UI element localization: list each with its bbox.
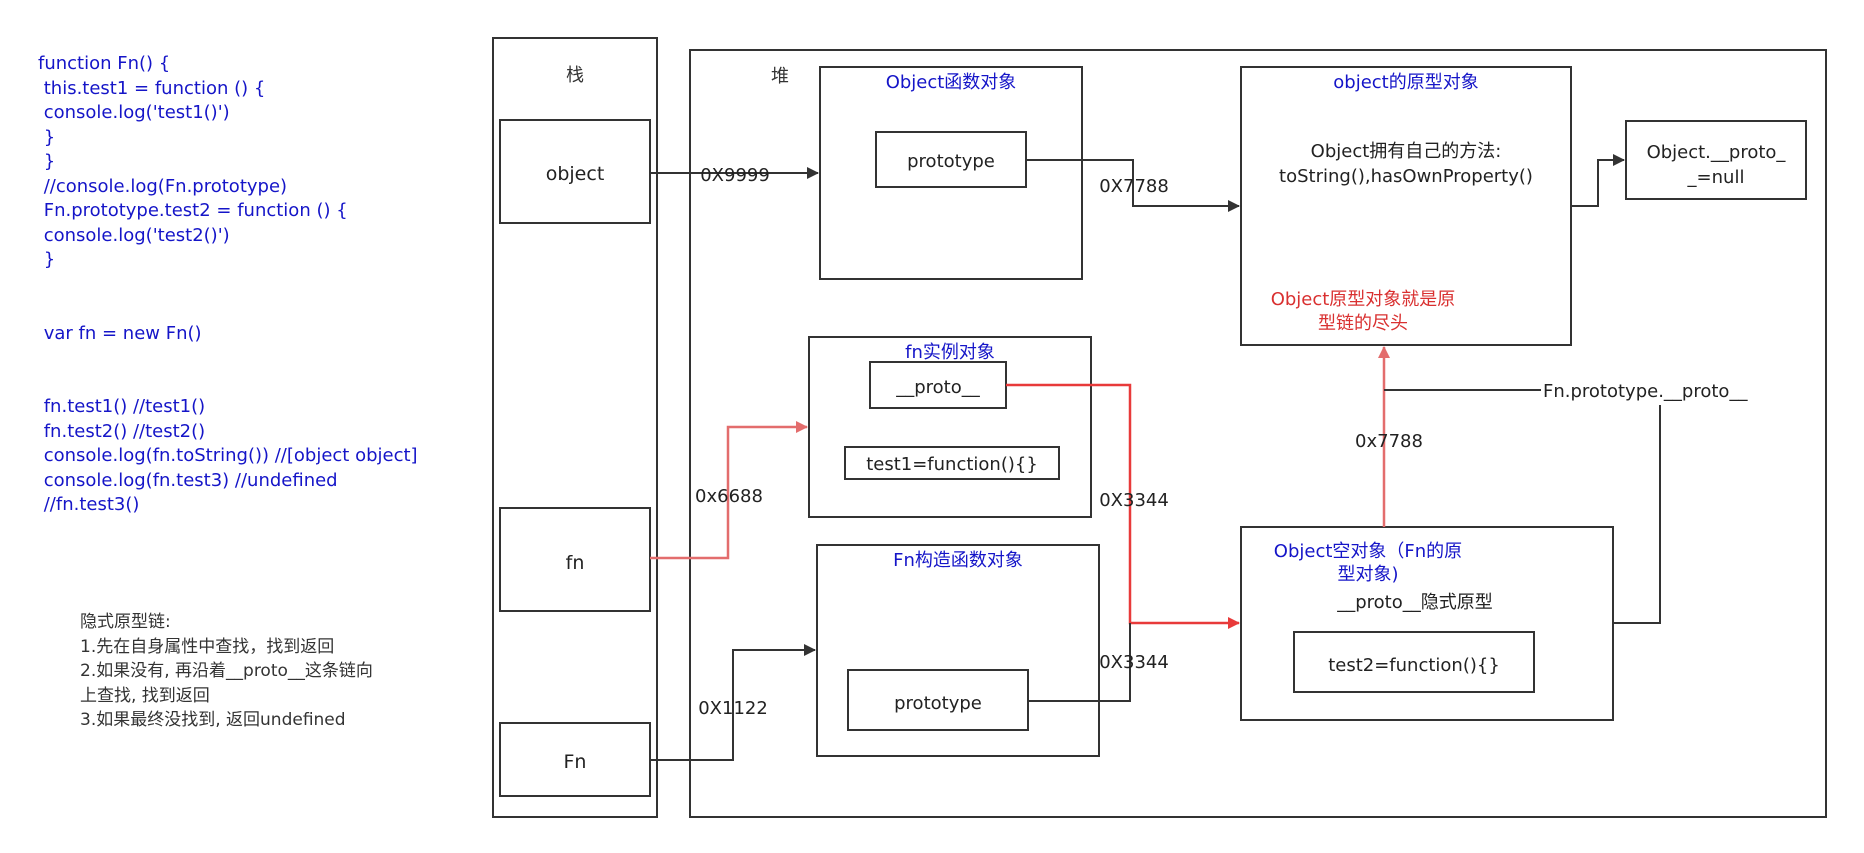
fn-instance-title: fn实例对象: [905, 342, 995, 363]
label-constructor-prototype-address: 0X3344: [1099, 652, 1169, 673]
line-chain-fn-prototype-proto: [1613, 405, 1661, 624]
object-proto-desc-line1: Object拥有自己的方法:: [1311, 141, 1502, 162]
note-line: 2.如果没有, 再沿着__proto__这条链向: [80, 661, 373, 681]
code-line: fn.test1() //test1(): [38, 396, 206, 417]
proto-null-line1: Object.__proto_: [1647, 142, 1787, 163]
fn-constructor-title: Fn构造函数对象: [893, 550, 1023, 571]
fn-instance-proto-label: __proto__: [895, 377, 981, 398]
object-prototype-label: prototype: [907, 151, 995, 172]
object-proto-end-note-line2: 型链的尽头: [1318, 313, 1408, 334]
empty-object-title-line1: Object空对象（Fn的原: [1274, 541, 1462, 562]
heap-title: 堆: [771, 66, 789, 87]
arrow-Fn-to-constructor: [650, 644, 816, 761]
arrow-fn-proto-to-empty-object: [1006, 383, 1240, 629]
code-line: console.log('test2()'): [38, 224, 230, 246]
code-line: [38, 273, 418, 298]
code-line: this.test1 = function () {: [38, 77, 266, 99]
proto-null-line2: _=null: [1687, 167, 1745, 188]
stack-fn-label: fn: [566, 552, 585, 574]
fn-constructor-prototype-box: [847, 669, 1029, 731]
stack-fn-box: [499, 507, 651, 612]
note-line: 1.先在自身属性中查找，找到返回: [80, 636, 335, 657]
label-empty-proto-address: 0x7788: [1355, 431, 1423, 452]
stack-area: [492, 37, 658, 818]
object-proto-end-note-line1: Object原型对象就是原: [1271, 289, 1456, 310]
object-function-title: Object函数对象: [886, 72, 1017, 93]
label-fn-prototype-proto: Fn.prototype.__proto__: [1543, 381, 1748, 402]
code-line: Fn.prototype.test2 = function () {: [38, 200, 348, 221]
object-proto-title: object的原型对象: [1333, 72, 1478, 93]
stack-Fn-box: [499, 722, 651, 797]
label-fn-address: 0x6688: [695, 486, 763, 507]
code-line: }: [38, 151, 56, 172]
object-prototype-object-box: [1240, 66, 1572, 346]
stack-object-box: [499, 119, 651, 224]
code-line: [38, 371, 418, 396]
empty-object-title-line2: 型对象): [1337, 564, 1398, 585]
code-line: console.log('test1()'): [38, 102, 230, 123]
label-fn-proto-address: 0X3344: [1099, 490, 1169, 511]
link-constructor-prototype-to-chain: [1028, 623, 1131, 702]
fn-instance-proto-box: [869, 361, 1007, 409]
fn-instance-test1-box: [844, 446, 1060, 480]
stack-title: 栈: [566, 65, 584, 86]
code-line: fn.test2() //test2(): [38, 420, 206, 442]
code-line: console.log(fn.test3) //undefined: [38, 469, 338, 491]
proto-null-box: [1625, 120, 1807, 200]
stack-Fn-label: Fn: [564, 751, 587, 773]
empty-object-test2-label: test2=function(){}: [1328, 655, 1500, 676]
note-line: 上查找, 找到返回: [80, 685, 210, 706]
object-proto-desc-line2: toString(),hasOwnProperty(): [1279, 166, 1533, 187]
heap-area: [689, 49, 1827, 818]
label-object-address: 0X9999: [700, 165, 770, 186]
prototype-chain-notes: 隐式原型链: 1.先在自身属性中查找，找到返回 2.如果没有, 再沿着__pro…: [80, 610, 373, 733]
fn-constructor-prototype-label: prototype: [894, 693, 982, 714]
label-object-prototype-address: 0X7788: [1099, 176, 1169, 197]
arrow-fn-to-fn-instance: [650, 421, 808, 560]
note-line: 隐式原型链:: [80, 612, 171, 632]
code-listing: function Fn() { this.test1 = function ()…: [38, 52, 418, 518]
fn-instance-test1-label: test1=function(){}: [866, 454, 1038, 475]
code-line: console.log(fn.toString()) //[object obj…: [38, 445, 418, 466]
arrow-object-prototype-to-proto-object: [1026, 159, 1240, 212]
code-line: //fn.test3(): [38, 494, 140, 515]
empty-object-test2-box: [1293, 631, 1535, 693]
code-line: function Fn() {: [38, 53, 171, 74]
note-line: 3.如果最终没找到, 返回undefined: [80, 710, 346, 730]
arrow-proto-object-to-null: [1571, 154, 1625, 207]
code-line: //console.log(Fn.prototype): [38, 175, 288, 197]
label-Fn-address: 0X1122: [698, 698, 768, 719]
empty-object-proto-label: __proto__隐式原型: [1336, 592, 1493, 613]
code-line: var fn = new Fn(): [38, 322, 202, 344]
code-line: [38, 297, 418, 322]
stack-object-label: object: [546, 163, 605, 185]
code-line: [38, 346, 418, 371]
code-line: }: [38, 249, 56, 270]
code-line: }: [38, 126, 56, 148]
